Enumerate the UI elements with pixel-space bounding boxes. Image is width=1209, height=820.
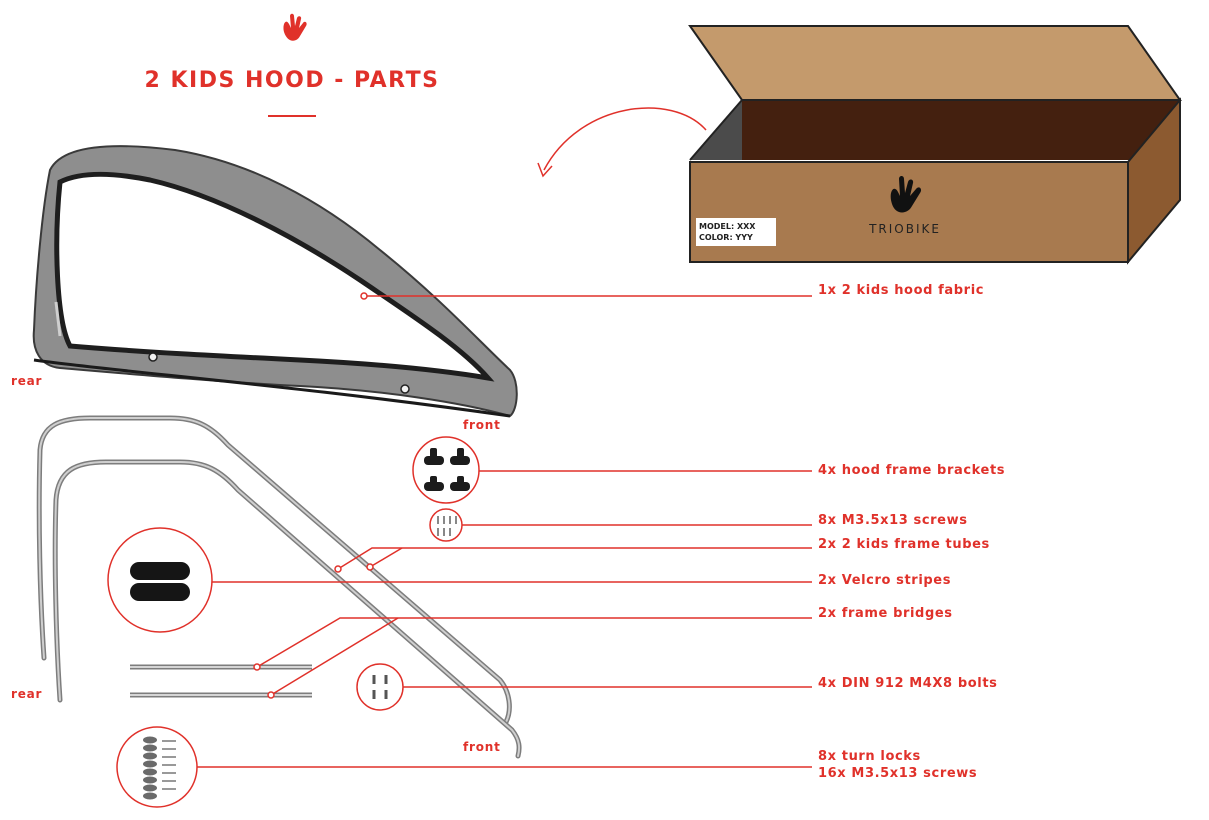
callout-dot	[267, 691, 275, 699]
front-label-bottom: front	[463, 740, 501, 754]
turn-locks-circle	[116, 726, 198, 808]
part-label-frame-bridges: 2x frame bridges	[818, 606, 953, 621]
arrow-head-icon	[537, 162, 553, 178]
callout-dot	[253, 663, 261, 671]
screws-circle-small	[429, 508, 463, 542]
shipping-box	[688, 25, 1182, 265]
hood-fabric-image	[32, 145, 518, 418]
box-color-text: COLOR: YYY	[699, 233, 753, 242]
box-hand-logo-icon	[890, 176, 922, 213]
part-label-hood-fabric: 1x 2 kids hood fabric	[818, 283, 985, 298]
callout-dot	[360, 292, 368, 300]
part-label-turn-lock-screws: 16x M3.5x13 screws	[818, 766, 978, 781]
brackets-circle	[412, 436, 480, 504]
frame-bridges-image	[130, 664, 312, 698]
page-title: 2 KIDS HOOD - PARTS	[144, 68, 440, 93]
callout-dot	[366, 563, 374, 571]
box-model-text: MODEL: XXX	[699, 222, 756, 231]
part-label-velcro: 2x Velcro stripes	[818, 573, 952, 588]
rear-label-bottom: rear	[11, 687, 43, 701]
part-label-frame-brackets: 4x hood frame brackets	[818, 463, 1006, 478]
bolts-circle	[356, 663, 404, 711]
velcro-circle	[107, 527, 213, 633]
part-label-turn-locks: 8x turn locks	[818, 749, 921, 764]
part-label-screws: 8x M3.5x13 screws	[818, 513, 968, 528]
part-label-bolts: 4x DIN 912 M4X8 bolts	[818, 676, 998, 691]
callout-dot	[334, 565, 342, 573]
frame-tubes-image	[36, 415, 522, 759]
front-label-top: front	[463, 418, 501, 432]
brand-hand-logo-icon	[283, 13, 307, 41]
title-underline	[268, 115, 316, 117]
part-label-frame-tubes: 2x 2 kids frame tubes	[818, 537, 990, 552]
box-brand-text: TRIOBIKE	[869, 222, 941, 236]
box-sticker: MODEL: XXX COLOR: YYY	[696, 218, 776, 246]
rear-label-top: rear	[11, 374, 43, 388]
leader-lines	[197, 295, 812, 768]
unpack-arrow	[543, 107, 707, 171]
